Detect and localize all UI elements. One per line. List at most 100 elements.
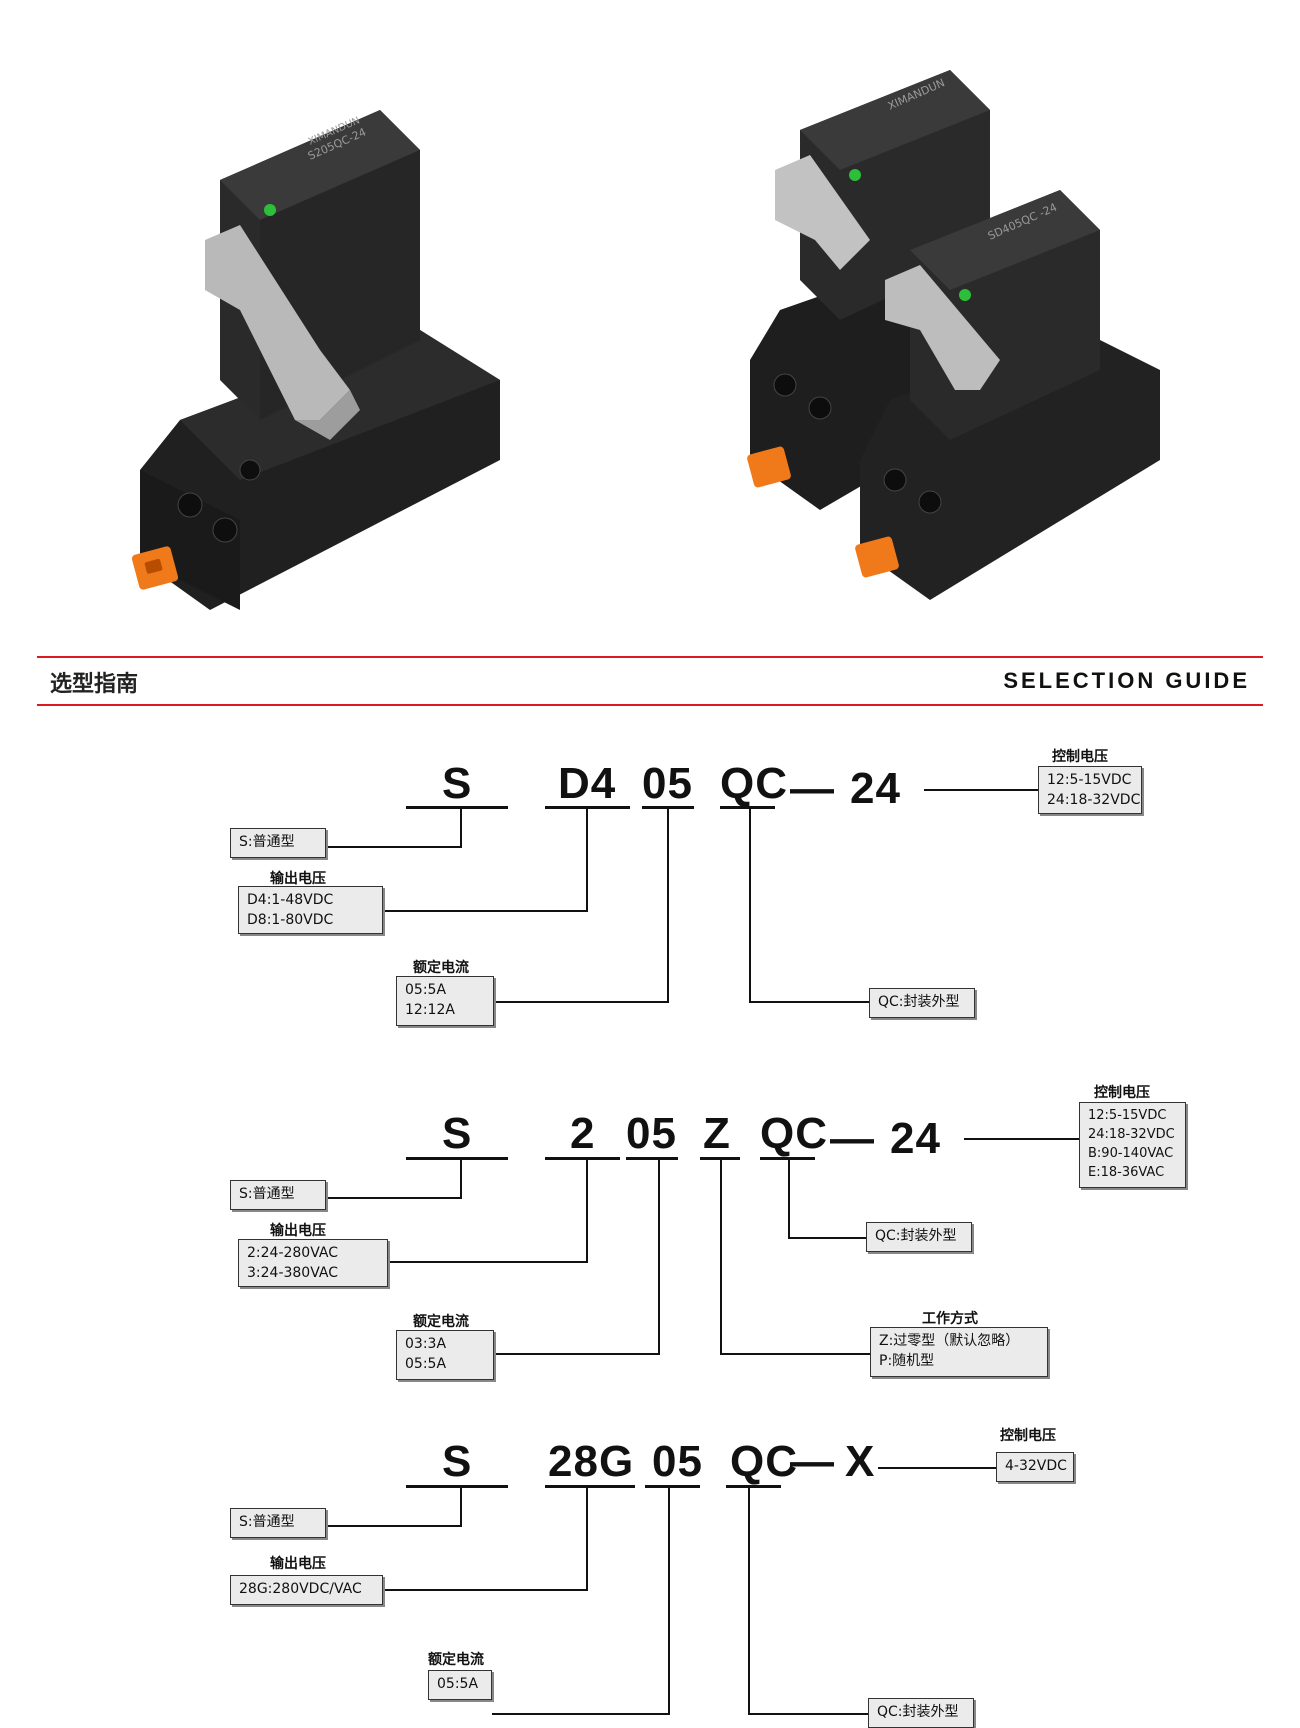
control-caption: 控制电压 xyxy=(1052,749,1108,765)
connector xyxy=(720,1159,722,1355)
code-control: 24 xyxy=(850,764,901,813)
type-box: S:普通型 xyxy=(230,828,326,858)
output-caption: 输出电压 xyxy=(270,1223,326,1239)
connector xyxy=(748,1487,750,1715)
control-option: B:90-140VAC xyxy=(1088,1146,1174,1161)
code-underline xyxy=(700,1157,740,1160)
code-control: 24 xyxy=(890,1114,941,1163)
connector xyxy=(749,808,751,1003)
code-mode: Z xyxy=(703,1109,731,1158)
output-option: D4:1-48VDC xyxy=(247,892,334,908)
code-current: 05 xyxy=(652,1437,703,1486)
connector xyxy=(326,846,462,848)
current-box: 05:5A 12:12A xyxy=(396,976,494,1026)
code-underline xyxy=(406,806,508,809)
connector xyxy=(326,1197,462,1199)
control-option: 24:18-32VDC xyxy=(1047,792,1141,808)
package-box: QC:封装外型 xyxy=(868,1698,974,1728)
connector xyxy=(720,1353,870,1355)
connector xyxy=(586,808,588,912)
current-option: 05:5A xyxy=(405,982,447,998)
code-underline xyxy=(626,1157,678,1160)
code-underline xyxy=(545,806,630,809)
connector xyxy=(383,1589,588,1591)
connector xyxy=(494,1353,660,1355)
code-current: 05 xyxy=(642,759,693,808)
control-box: 12:5-15VDC 24:18-32VDC B:90-140VAC E:18-… xyxy=(1079,1102,1186,1188)
connector xyxy=(460,1159,462,1199)
package-box: QC:封装外型 xyxy=(866,1222,972,1252)
output-caption: 输出电压 xyxy=(270,871,326,887)
code-s: S xyxy=(442,1437,473,1486)
current-box: 03:3A 05:5A xyxy=(396,1330,494,1380)
section-bottom-rule xyxy=(37,704,1263,706)
code-underline xyxy=(406,1485,508,1488)
code-s: S xyxy=(442,1109,473,1158)
output-box: 28G:280VDC/VAC xyxy=(230,1575,383,1605)
code-output: D4 xyxy=(558,759,617,808)
current-option: 05:5A xyxy=(405,1356,447,1372)
code-dash: — xyxy=(830,1114,874,1163)
control-option: 12:5-15VDC xyxy=(1047,772,1132,788)
code-underline xyxy=(645,1485,700,1488)
code-underline xyxy=(545,1485,635,1488)
output-option: 3:24-380VAC xyxy=(247,1265,338,1281)
connector xyxy=(788,1159,790,1239)
connector xyxy=(492,1713,670,1715)
control-option: 4-32VDC xyxy=(1005,1458,1067,1474)
mode-box: Z:过零型（默认忽略） P:随机型 xyxy=(870,1327,1048,1377)
control-option: E:18-36VAC xyxy=(1088,1165,1165,1180)
control-caption: 控制电压 xyxy=(1094,1085,1150,1101)
control-option: 12:5-15VDC xyxy=(1088,1108,1167,1123)
connector xyxy=(748,1713,868,1715)
code-s: S xyxy=(442,759,473,808)
connector xyxy=(383,910,588,912)
connector xyxy=(326,1525,462,1527)
connector xyxy=(586,1487,588,1591)
code-package: QC xyxy=(760,1109,828,1158)
mode-option: P:随机型 xyxy=(879,1353,935,1369)
mode-option: Z:过零型（默认忽略） xyxy=(879,1333,1020,1349)
connector xyxy=(749,1001,869,1003)
connector xyxy=(878,1467,996,1469)
connector xyxy=(667,808,669,1003)
code-control: X xyxy=(845,1437,876,1486)
code-underline xyxy=(406,1157,508,1160)
code-underline xyxy=(760,1157,815,1160)
control-caption: 控制电压 xyxy=(1000,1428,1056,1444)
type-box: S:普通型 xyxy=(230,1508,326,1538)
code-current: 05 xyxy=(626,1109,677,1158)
output-caption: 输出电压 xyxy=(270,1556,326,1572)
output-option: 28G:280VDC/VAC xyxy=(239,1581,362,1597)
section-top-rule xyxy=(37,656,1263,658)
code-package: QC xyxy=(720,759,788,808)
code-dash: — xyxy=(790,764,834,813)
package-option: QC:封装外型 xyxy=(875,1228,957,1244)
current-option: 12:12A xyxy=(405,1002,455,1018)
connector xyxy=(494,1001,669,1003)
connector xyxy=(788,1237,866,1239)
code-underline xyxy=(545,1157,620,1160)
type-option: S:普通型 xyxy=(239,834,295,850)
connector xyxy=(924,789,1038,791)
product-photo-double-relay: XIMANDUN SD405QC -24 xyxy=(747,70,1160,600)
code-underline xyxy=(642,806,694,809)
mode-caption: 工作方式 xyxy=(922,1311,978,1327)
connector xyxy=(388,1261,588,1263)
control-box: 12:5-15VDC 24:18-32VDC xyxy=(1038,766,1142,814)
type-option: S:普通型 xyxy=(239,1186,295,1202)
package-box: QC:封装外型 xyxy=(869,988,975,1018)
code-underline xyxy=(726,1485,781,1488)
output-option: 2:24-280VAC xyxy=(247,1245,338,1261)
type-option: S:普通型 xyxy=(239,1514,295,1530)
current-option: 05:5A xyxy=(437,1676,479,1692)
product-photo-single-relay: S205QC-24 XIMANDUN xyxy=(131,110,500,610)
code-output: 2 xyxy=(570,1109,596,1158)
connector xyxy=(586,1159,588,1263)
current-caption: 额定电流 xyxy=(413,960,469,976)
connector xyxy=(658,1159,660,1355)
code-package: QC xyxy=(730,1437,798,1486)
connector xyxy=(460,1487,462,1527)
current-box: 05:5A xyxy=(428,1670,492,1700)
package-option: QC:封装外型 xyxy=(877,1704,959,1720)
